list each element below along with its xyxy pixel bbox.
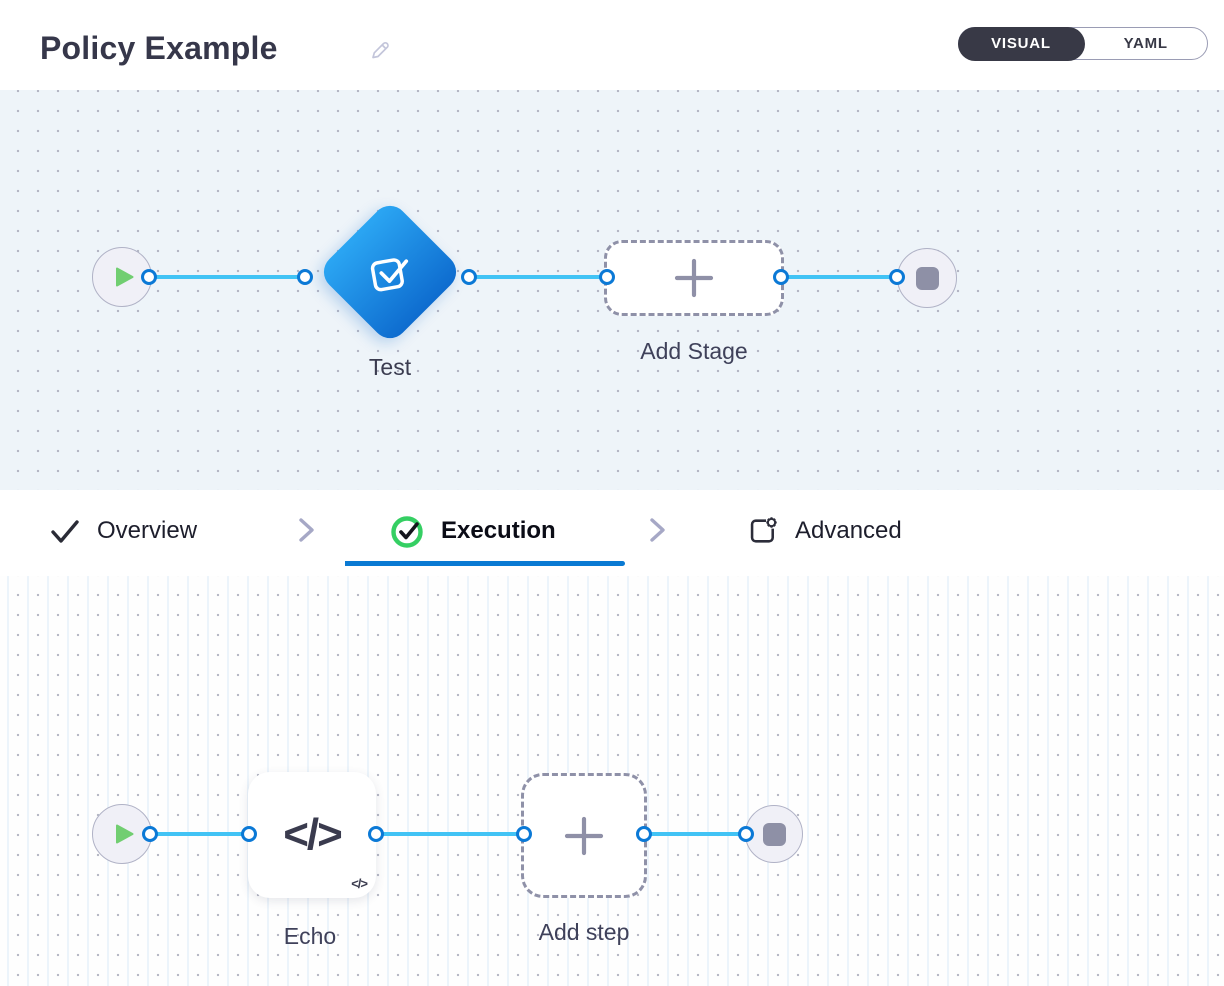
port (368, 826, 384, 842)
tab-advanced[interactable]: Advanced (746, 490, 902, 571)
edge-start-to-step (150, 832, 249, 836)
port (141, 269, 157, 285)
port (889, 269, 905, 285)
edge-start-to-stage (149, 275, 305, 279)
tab-overview[interactable]: Overview (48, 490, 197, 571)
visual-yaml-toggle: VISUAL YAML (957, 26, 1208, 61)
plus-icon (563, 815, 605, 857)
port (636, 826, 652, 842)
plus-icon (673, 257, 715, 299)
add-step-label: Add step (538, 919, 630, 945)
header: Policy Example VISUAL YAML (0, 0, 1224, 90)
port (738, 826, 754, 842)
approval-check-icon (364, 246, 416, 298)
port (142, 826, 158, 842)
chevron-right-icon (297, 512, 319, 548)
step-end-node (745, 805, 803, 863)
stop-icon (762, 822, 786, 846)
chevron-right-icon (648, 512, 670, 548)
edge-step-to-addstep (376, 832, 524, 836)
step-node-echo[interactable]: </> </> (248, 772, 376, 898)
advanced-gear-icon (746, 514, 780, 548)
stage-label: Test (368, 354, 412, 380)
check-icon (48, 515, 82, 547)
code-badge-icon: </> (351, 876, 368, 891)
toggle-visual[interactable]: VISUAL (957, 26, 1085, 61)
add-stage-button[interactable] (604, 240, 784, 316)
stage-end-node (897, 248, 957, 308)
play-icon (115, 823, 135, 845)
add-step-button[interactable] (521, 773, 647, 898)
edge-addstage-to-end (781, 275, 897, 279)
port (773, 269, 789, 285)
tab-execution[interactable]: Execution (390, 490, 556, 571)
edge-addstep-to-end (644, 832, 746, 836)
port (461, 269, 477, 285)
active-tab-underline (345, 561, 625, 566)
tab-overview-label: Overview (97, 516, 198, 544)
check-circle-icon (390, 513, 426, 549)
pencil-icon (366, 36, 394, 64)
code-icon: </> (283, 810, 343, 859)
tab-advanced-label: Advanced (795, 516, 902, 544)
edge-stage-to-addstage (469, 275, 607, 279)
port (516, 826, 532, 842)
tab-execution-label: Execution (441, 516, 556, 544)
stage-config-tabs: Overview Execution (0, 490, 1224, 576)
port (599, 269, 615, 285)
add-stage-label: Add Stage (640, 338, 748, 364)
port (297, 269, 313, 285)
edit-title-button[interactable] (366, 36, 394, 64)
page-title: Policy Example (40, 30, 278, 66)
stop-icon (915, 266, 939, 290)
toggle-yaml[interactable]: YAML (1123, 35, 1168, 52)
port (241, 826, 257, 842)
play-icon (115, 266, 135, 288)
stage-node-test[interactable] (316, 198, 464, 346)
execution-step-canvas (0, 576, 1224, 986)
step-label: Echo (283, 923, 337, 949)
